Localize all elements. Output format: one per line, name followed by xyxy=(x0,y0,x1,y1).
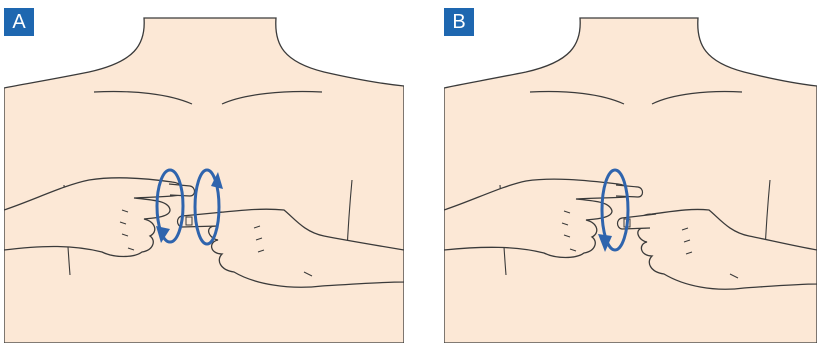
torso-illustration xyxy=(4,18,404,343)
panel-a-illustration xyxy=(4,0,404,343)
panel-a: A xyxy=(4,0,404,343)
panel-b: B xyxy=(444,0,817,343)
panel-label-badge: B xyxy=(444,8,474,36)
torso-illustration xyxy=(444,18,817,343)
panel-b-illustration xyxy=(444,0,817,343)
panel-label-badge: A xyxy=(4,8,34,36)
left-index-fingertip xyxy=(616,185,643,197)
